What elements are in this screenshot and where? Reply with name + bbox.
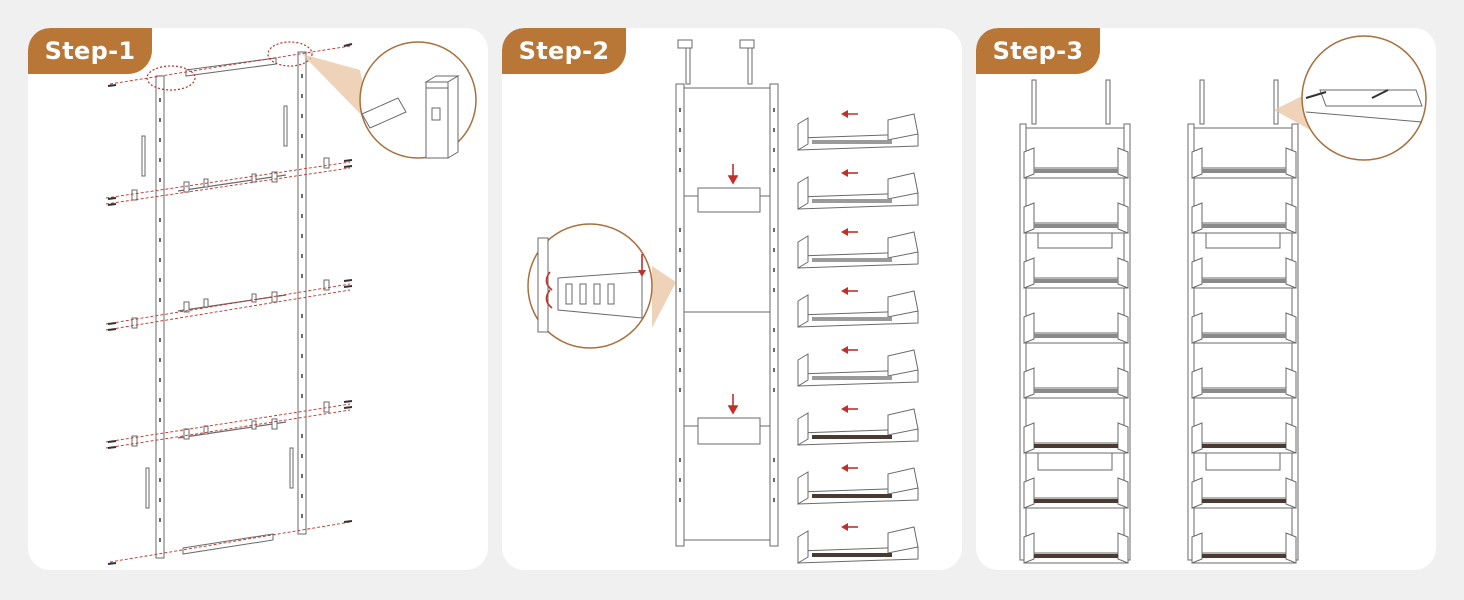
- frame-holes: [679, 108, 775, 502]
- callout-beam: [302, 54, 372, 126]
- down-arrows: [727, 164, 739, 415]
- shelf-basket-7: [1191, 477, 1297, 509]
- shelf-basket-2: [1023, 202, 1129, 234]
- shelf-basket-6: [1023, 422, 1129, 454]
- door-hooks: [677, 39, 755, 85]
- left-arrow: [841, 464, 858, 472]
- hook: [1105, 79, 1111, 125]
- shelf-basket-6: [1191, 422, 1297, 454]
- step-3-badge: Step-3: [976, 28, 1100, 74]
- left-upright-bar: [155, 75, 165, 559]
- basket-8: [797, 523, 919, 564]
- callout-beam: [652, 266, 676, 328]
- basket-2: [797, 169, 919, 210]
- step-3-illustration: [1019, 35, 1427, 564]
- shelf-basket-8: [1023, 532, 1129, 564]
- shelf-basket-1: [1023, 147, 1129, 179]
- step-3-panel: Step-3: [976, 28, 1436, 570]
- middle-crossbars: [177, 174, 287, 439]
- shelf-basket-4: [1023, 312, 1129, 344]
- hook: [1273, 79, 1279, 125]
- left-arrow: [841, 169, 858, 177]
- assembled-rack-right: [1187, 79, 1299, 564]
- plate: [1205, 451, 1281, 471]
- left-arrow: [841, 346, 858, 354]
- shelf-basket-2: [1191, 202, 1297, 234]
- callout-magnifier: [527, 223, 653, 349]
- step-2-illustration: [527, 39, 919, 564]
- top-plate: [697, 187, 761, 213]
- shelf-basket-4: [1191, 312, 1297, 344]
- shelf-basket-8: [1191, 532, 1297, 564]
- assembled-rack-left: [1019, 79, 1131, 564]
- basket-4: [797, 287, 919, 328]
- basket-5: [797, 346, 919, 387]
- shelf-basket-7: [1023, 477, 1129, 509]
- plate: [1037, 451, 1113, 471]
- basket-6: [797, 405, 919, 446]
- left-arrow: [841, 287, 858, 295]
- left-arrow: [841, 110, 858, 118]
- left-arrow: [841, 405, 858, 413]
- step-1-illustration: [105, 41, 477, 565]
- basket-3: [797, 228, 919, 269]
- left-arrow: [841, 523, 858, 531]
- basket-1: [797, 110, 919, 151]
- shelf-basket-3: [1191, 257, 1297, 289]
- callout-magnifier: [1301, 35, 1427, 161]
- callout-magnifier: [359, 41, 477, 159]
- step-1-badge: Step-1: [28, 28, 152, 74]
- hook: [1031, 79, 1037, 125]
- screws: [107, 43, 353, 565]
- step-2-badge: Step-2: [502, 28, 626, 74]
- step-2-panel: Step-2: [502, 28, 962, 570]
- highlight-circles: [146, 41, 313, 91]
- hook: [1199, 79, 1205, 125]
- right-upright-bar: [297, 51, 307, 535]
- shelf-basket-5: [1191, 367, 1297, 399]
- rack-frame: [675, 83, 779, 547]
- top-crossbar: [185, 57, 277, 77]
- assembly-guide-lines: [105, 45, 351, 563]
- shelf-basket-3: [1023, 257, 1129, 289]
- basket-stack: [797, 110, 919, 564]
- shelf-basket-5: [1023, 367, 1129, 399]
- bottom-plate: [697, 417, 761, 445]
- shelf-basket-1: [1191, 147, 1297, 179]
- crossbar-brackets: [131, 157, 330, 447]
- left-arrow: [841, 228, 858, 236]
- step-1-panel: Step-1: [28, 28, 488, 570]
- screws: [1305, 89, 1389, 99]
- basket-7: [797, 464, 919, 505]
- upright-holes: [159, 74, 303, 542]
